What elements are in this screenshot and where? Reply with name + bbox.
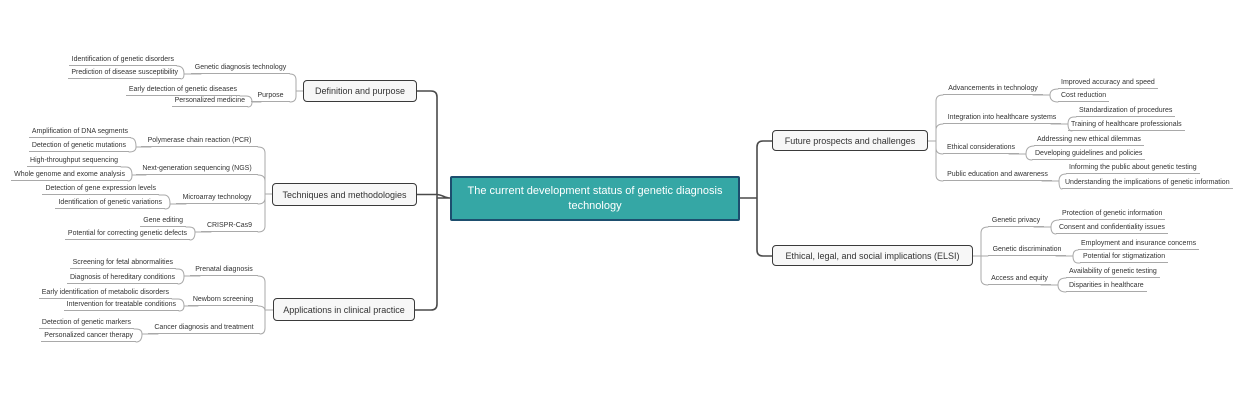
topic-public-education[interactable]: Public education and awareness — [943, 169, 1052, 181]
connector-leaves-public-education — [1041, 173, 1067, 190]
topic-newborn-screening[interactable]: Newborn screening — [188, 294, 258, 306]
connector-leaves-prenatal — [175, 268, 201, 285]
topic-crispr[interactable]: CRISPR-Cas9 — [201, 220, 258, 232]
leaf-node[interactable]: Potential for correcting genetic defects — [64, 228, 190, 240]
leaf-node[interactable]: Addressing new ethical dilemmas — [1034, 134, 1144, 146]
connector-branch-definition — [289, 73, 304, 103]
connector-leaves-discrimination — [1055, 249, 1081, 264]
leaf-node[interactable]: Standardization of procedures — [1076, 105, 1176, 117]
leaf-node[interactable]: Detection of genetic mutations — [28, 140, 129, 152]
topic-genetic-diagnosis-technology[interactable]: Genetic diagnosis technology — [191, 62, 290, 74]
leaf-node[interactable]: Informing the public about genetic testi… — [1066, 162, 1200, 174]
leaf-node[interactable]: High-throughput sequencing — [27, 155, 121, 167]
topic-access-equity[interactable]: Access and equity — [988, 273, 1051, 285]
topic-ethical-considerations[interactable]: Ethical considerations — [943, 142, 1019, 154]
leaf-node[interactable]: Availability of genetic testing — [1066, 266, 1160, 278]
connector-branch-future — [927, 94, 944, 182]
leaf-node[interactable]: Understanding the implications of geneti… — [1062, 177, 1233, 189]
leaf-node[interactable]: Disparities in healthcare — [1066, 280, 1147, 292]
leaf-node[interactable]: Intervention for treatable conditions — [63, 299, 179, 311]
leaf-node[interactable]: Detection of gene expression levels — [42, 183, 159, 195]
leaf-node[interactable]: Diagnosis of hereditary conditions — [66, 272, 178, 284]
leaf-node[interactable]: Cost reduction — [1058, 90, 1110, 102]
leaf-node[interactable]: Early detection of genetic diseases — [125, 84, 240, 96]
leaf-node[interactable]: Amplification of DNA segments — [28, 126, 131, 138]
connector-leaves-cancer — [133, 328, 159, 343]
leaf-node[interactable]: Improved accuracy and speed — [1058, 77, 1158, 89]
topic-microarray[interactable]: Microarray technology — [176, 192, 258, 204]
topic-prenatal-diagnosis[interactable]: Prenatal diagnosis — [190, 264, 258, 276]
connector-leaves-crispr — [185, 226, 212, 241]
connector-leaves-ngs — [120, 166, 147, 182]
leaf-node[interactable]: Detection of genetic markers — [38, 317, 134, 329]
branch-elsi[interactable]: Ethical, legal, and social implications … — [772, 245, 973, 266]
topic-genetic-discrimination[interactable]: Genetic discrimination — [988, 244, 1066, 256]
leaf-node[interactable]: Personalized cancer therapy — [41, 330, 136, 342]
connector-branch-techniques — [257, 146, 273, 233]
leaf-node[interactable]: Identification of genetic variations — [55, 197, 165, 209]
connector-leaves-access — [1040, 277, 1067, 293]
leaf-node[interactable]: Whole genome and exome analysis — [11, 169, 128, 181]
connector-main-right — [739, 140, 773, 257]
topic-advancements-technology[interactable]: Advancements in technology — [943, 83, 1043, 95]
connector-leaves-microarray — [158, 194, 187, 210]
connector-leaves-newborn — [171, 298, 199, 312]
leaf-node[interactable]: Developing guidelines and policies — [1032, 148, 1146, 160]
topic-pcr[interactable]: Polymerase chain reaction (PCR) — [141, 135, 258, 147]
branch-definition-purpose[interactable]: Definition and purpose — [303, 80, 417, 102]
connector-branch-applications — [257, 275, 274, 335]
connector-main-left — [414, 90, 451, 311]
leaf-node[interactable]: Identification of genetic disorders — [68, 54, 177, 66]
root-node[interactable]: The current development status of geneti… — [450, 176, 740, 221]
connector-leaves-gdt — [176, 65, 202, 80]
leaf-node[interactable]: Protection of genetic information — [1059, 208, 1166, 220]
connector-leaves-advancements — [1032, 88, 1059, 103]
topic-integration-healthcare[interactable]: Integration into healthcare systems — [943, 112, 1061, 124]
branch-applications-clinical[interactable]: Applications in clinical practice — [273, 298, 415, 321]
connector-branch-elsi — [972, 226, 989, 286]
leaf-node[interactable]: Prediction of disease susceptibility — [68, 67, 181, 79]
leaf-node[interactable]: Potential for stigmatization — [1080, 251, 1169, 263]
leaf-node[interactable]: Gene editing — [140, 215, 186, 227]
connector-leaves-pcr — [128, 137, 152, 153]
topic-ngs[interactable]: Next-generation sequencing (NGS) — [136, 163, 258, 175]
leaf-node[interactable]: Employment and insurance concerns — [1078, 238, 1200, 250]
connector-leaves-ethical — [1008, 145, 1035, 161]
topic-genetic-privacy[interactable]: Genetic privacy — [988, 215, 1044, 227]
leaf-node[interactable]: Consent and confidentiality issues — [1056, 222, 1168, 234]
topic-cancer-diagnosis[interactable]: Cancer diagnosis and treatment — [148, 322, 260, 334]
connector-leaves-privacy — [1033, 219, 1060, 235]
leaf-node[interactable]: Personalized medicine — [171, 95, 248, 107]
leaf-node[interactable]: Early identification of metabolic disord… — [38, 287, 172, 299]
leaf-node[interactable]: Screening for fetal abnormalities — [69, 257, 176, 269]
topic-purpose[interactable]: Purpose — [251, 90, 290, 102]
branch-techniques-methodologies[interactable]: Techniques and methodologies — [272, 183, 417, 206]
leaf-node[interactable]: Training of healthcare professionals — [1068, 119, 1185, 131]
branch-future-prospects[interactable]: Future prospects and challenges — [772, 130, 928, 151]
